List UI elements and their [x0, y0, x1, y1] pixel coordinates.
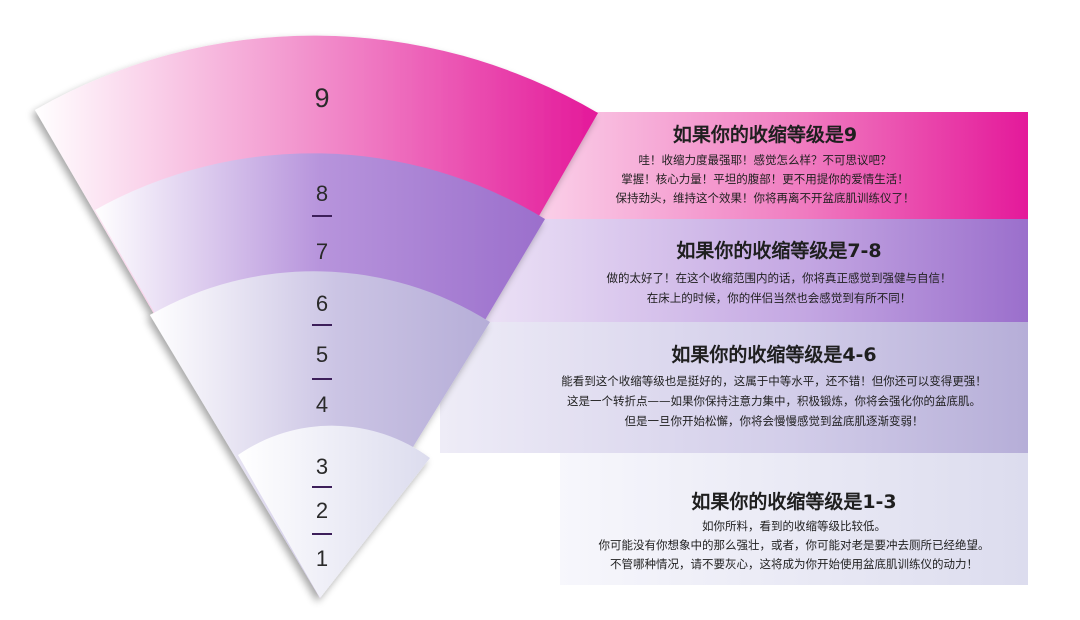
row-band: [530, 112, 1028, 219]
row-line-3: 保持劲头，维持这个效果！你将再离不开盆底肌训练仪了！: [616, 191, 915, 205]
row-line-1: 如你所料，看到的收缩等级比较低。: [702, 519, 886, 533]
level-numbers: 9 8 7 6 5 4 3 2 1: [312, 83, 332, 571]
row-level-9: 如果你的收缩等级是9 哇！收缩力度最强耶！感觉怎么样？不可思议吧？ 掌握！核心力…: [530, 112, 1028, 219]
level-number-4: 4: [316, 392, 328, 417]
row-line-2: 你可能没有你想象中的那么强壮，或者，你可能对老是要冲去厕所已经绝望。: [599, 538, 990, 552]
level-number-6: 6: [316, 291, 328, 316]
level-fan: [35, 35, 598, 599]
row-level-1-3: 如果你的收缩等级是1-3 如你所料，看到的收缩等级比较低。 你可能没有你想象中的…: [560, 453, 1028, 585]
level-number-8: 8: [316, 181, 328, 206]
row-band: [480, 219, 1028, 322]
row-title: 如果你的收缩等级是4-6: [671, 343, 876, 366]
level-number-9: 9: [314, 83, 329, 113]
row-line-2: 掌握！核心力量！平坦的腹部！更不用提你的爱情生活！: [621, 172, 909, 186]
level-number-2: 2: [316, 498, 328, 523]
row-line-1: 能看到这个收缩等级也是挺好的，这属于中等水平，还不错！但你还可以变得更强！: [561, 374, 987, 388]
row-line-2: 在床上的时候，你的伴侣当然也会感觉到有所不同！: [647, 291, 912, 305]
level-number-1: 1: [316, 546, 328, 571]
row-level-7-8: 如果你的收缩等级是7-8 做的太好了！在这个收缩范围内的话，你将真正感觉到强健与…: [480, 219, 1028, 322]
level-number-5: 5: [316, 342, 328, 367]
row-band: [560, 453, 1028, 585]
row-line-1: 哇！收缩力度最强耶！感觉怎么样？不可思议吧？: [639, 153, 892, 167]
row-line-2: 这是一个转折点——如果你保持注意力集中，积极锻炼，你将会强化你的盆底肌。: [567, 394, 981, 408]
row-title: 如果你的收缩等级是1-3: [691, 490, 896, 513]
fan-segment-1-3: [238, 425, 430, 598]
level-number-3: 3: [316, 454, 328, 479]
row-line-3: 但是一旦你开始松懈，你将会慢慢感觉到盆底肌逐渐变弱！: [625, 414, 924, 428]
level-number-7: 7: [316, 239, 328, 264]
row-line-1: 做的太好了！在这个收缩范围内的话，你将真正感觉到强健与自信！: [607, 271, 952, 285]
row-level-4-6: 如果你的收缩等级是4-6 能看到这个收缩等级也是挺好的，这属于中等水平，还不错！…: [440, 322, 1028, 453]
row-band: [440, 322, 1028, 453]
level-rows: 如果你的收缩等级是1-3 如你所料，看到的收缩等级比较低。 你可能没有你想象中的…: [440, 112, 1028, 585]
row-title: 如果你的收缩等级是9: [673, 123, 857, 146]
row-line-3: 不管哪种情况，请不要灰心，这将成为你开始使用盆底肌训练仪的动力！: [610, 557, 978, 571]
row-title: 如果你的收缩等级是7-8: [676, 239, 881, 262]
